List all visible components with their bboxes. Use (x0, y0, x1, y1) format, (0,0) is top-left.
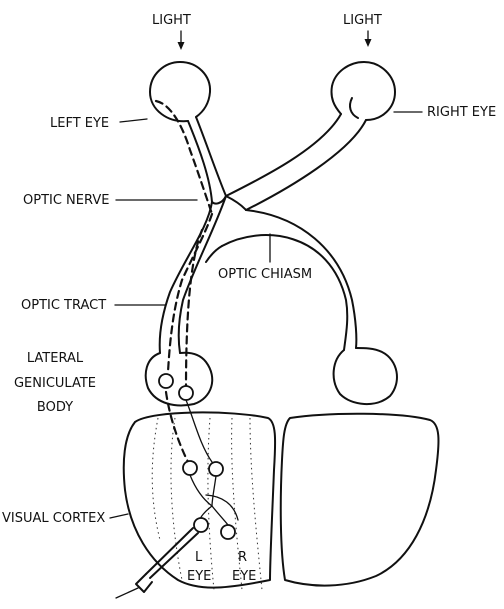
optic-pathway-outline (146, 62, 397, 405)
light-arrow-right (365, 31, 372, 47)
left-eye-column-label-2: EYE (187, 569, 211, 584)
optic-nerve-label: OPTIC NERVE (23, 193, 109, 208)
cortex-neuron-2 (209, 462, 223, 476)
lgb-neuron-1 (159, 374, 173, 388)
lgb-label-line2: GENICULATE (14, 376, 96, 391)
lgb-neuron-2 (179, 386, 193, 400)
left-eye-label: LEFT EYE (50, 116, 109, 131)
visual-cortex-label: VISUAL CORTEX (2, 511, 105, 526)
right-eye-column-label-2: EYE (232, 569, 256, 584)
optic-chiasm-label: OPTIC CHIASM (218, 267, 312, 282)
cortex-neuron-4 (221, 525, 235, 539)
fiber-pathway (156, 101, 212, 462)
lgb-label-line1: LATERAL (27, 351, 84, 366)
light-label-right: LIGHT (343, 13, 382, 28)
lgb-label-line3: BODY (37, 400, 73, 415)
cortex-neuron-1 (183, 461, 197, 475)
optic-tract-label: OPTIC TRACT (21, 298, 106, 313)
recording-electrode (116, 528, 198, 598)
cortex-neuron-3 (194, 518, 208, 532)
light-arrow-left (178, 31, 185, 50)
cortex-hemispheres (124, 412, 439, 587)
right-eye-label: RIGHT EYE (427, 105, 496, 120)
neurons (159, 374, 238, 539)
right-eye-column-label-1: R (238, 550, 247, 565)
left-eye-column-label-1: L (195, 550, 203, 565)
light-label-left: LIGHT (152, 13, 191, 28)
leader-lines (110, 112, 422, 518)
